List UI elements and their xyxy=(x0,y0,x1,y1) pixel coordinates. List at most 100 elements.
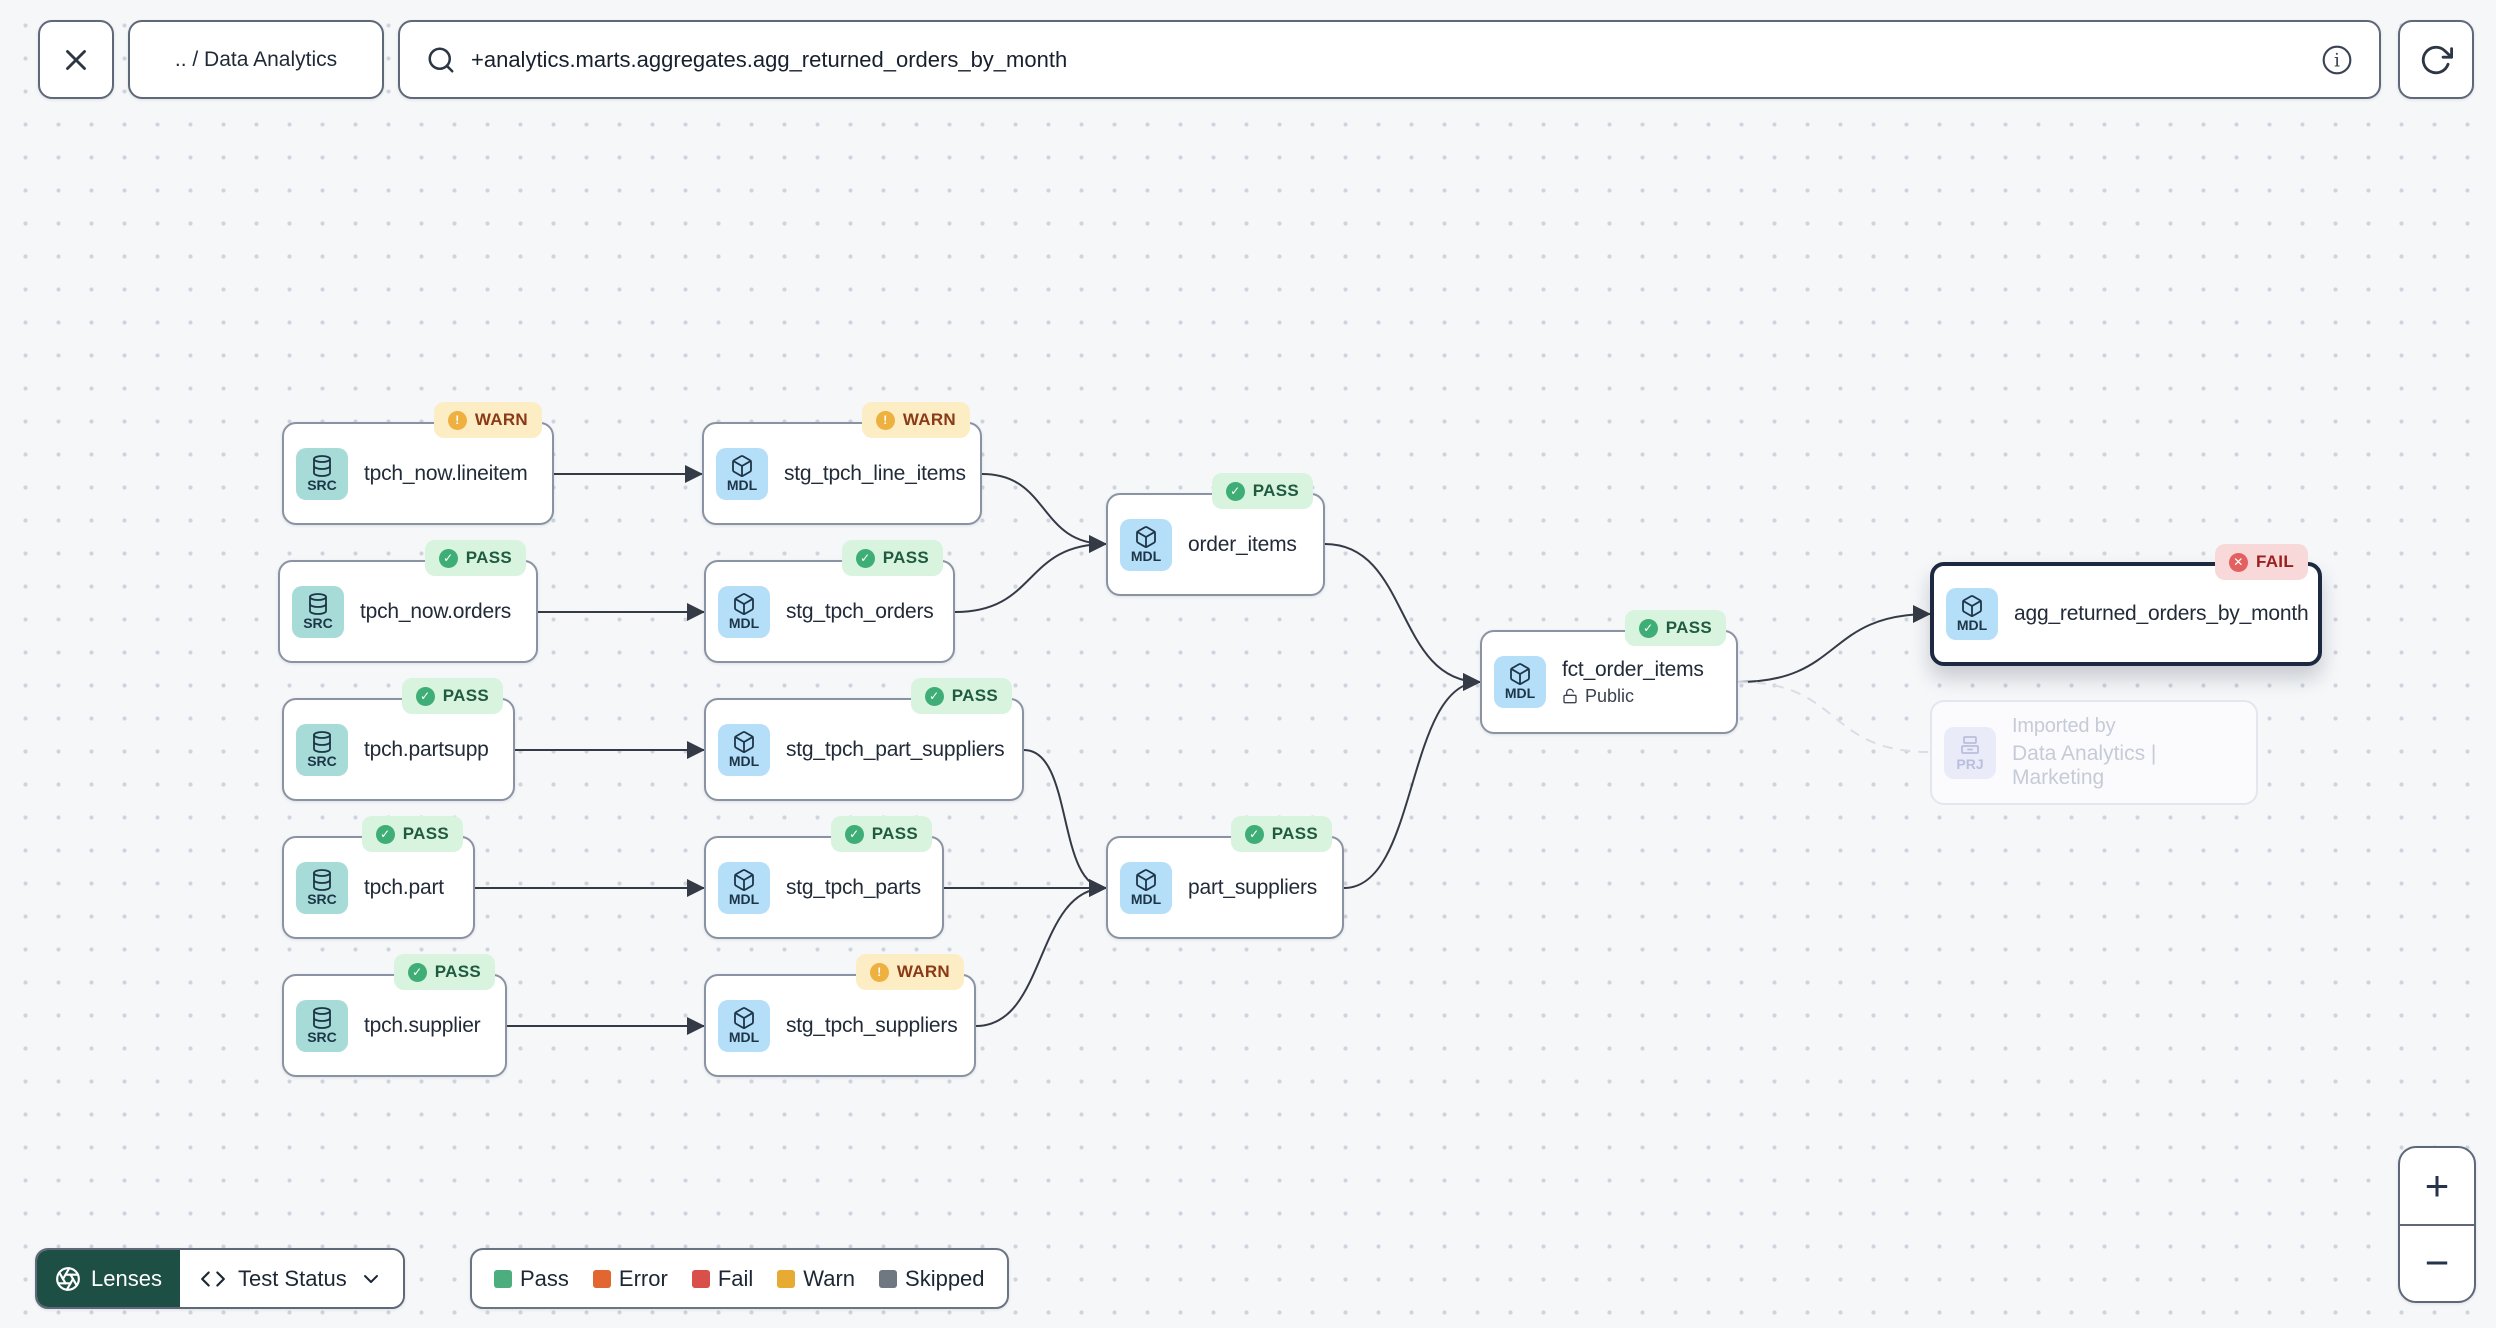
cube-icon xyxy=(734,868,754,891)
node-type-chip: SRC xyxy=(296,447,348,500)
node-type-chip: SRC xyxy=(292,585,344,638)
status-dot-icon: ✓ xyxy=(924,686,944,706)
node-type-label: PRJ xyxy=(1956,755,1984,772)
node-title: stg_tpch_suppliers xyxy=(786,1013,958,1037)
status-badge: ✓ PASS xyxy=(401,678,503,714)
cube-icon xyxy=(734,1006,754,1029)
legend-label: Pass xyxy=(520,1265,569,1291)
node-stg_tpch_parts[interactable]: MDL stg_tpch_parts ✓ PASS xyxy=(704,816,944,939)
node-type-label: MDL xyxy=(1130,890,1162,907)
node-title: stg_tpch_orders xyxy=(786,599,934,623)
node-title: order_items xyxy=(1188,532,1297,556)
node-part_suppliers[interactable]: MDL part_suppliers ✓ PASS xyxy=(1106,816,1344,939)
node-type-chip: MDL xyxy=(718,861,770,914)
refresh-button[interactable] xyxy=(2398,20,2474,99)
node-stg_tpch_orders[interactable]: MDL stg_tpch_orders ✓ PASS xyxy=(704,540,955,663)
status-badge: ✓ PASS xyxy=(910,678,1012,714)
database-icon xyxy=(313,1006,331,1029)
node-type-chip: MDL xyxy=(1120,518,1172,571)
node-title: Imported by xyxy=(2012,715,2116,737)
node-tpch_now_orders[interactable]: SRC tpch_now.orders ✓ PASS xyxy=(278,540,538,663)
node-type-label: MDL xyxy=(1504,685,1536,702)
node-type-chip: SRC xyxy=(296,999,348,1052)
legend-entry: Pass xyxy=(494,1266,569,1292)
code-icon xyxy=(201,1270,225,1287)
status-badge: ! WARN xyxy=(855,954,964,990)
status-badge: ✓ PASS xyxy=(424,540,526,576)
node-type-label: SRC xyxy=(303,614,333,631)
lens-switcher: Lenses Test Status xyxy=(35,1248,405,1309)
status-badge: ✓ PASS xyxy=(393,954,495,990)
node-title: tpch.part xyxy=(364,875,444,899)
status-label: PASS xyxy=(1252,481,1299,500)
info-icon[interactable]: i xyxy=(2321,44,2353,76)
refresh-icon xyxy=(2421,45,2453,74)
unlock-icon xyxy=(1563,688,1577,704)
node-type-label: SRC xyxy=(307,752,337,769)
node-title: stg_tpch_part_suppliers xyxy=(786,737,1005,761)
node-stg_tpch_suppliers[interactable]: MDL stg_tpch_suppliers ! WARN xyxy=(704,954,976,1077)
node-tpch_partsupp[interactable]: SRC tpch.partsupp ✓ PASS xyxy=(282,678,515,801)
node-type-chip: MDL xyxy=(718,999,770,1052)
node-imported_by_project[interactable]: PRJ Imported by Data Analytics | Marketi… xyxy=(1930,700,2258,805)
cube-icon xyxy=(1510,663,1530,686)
status-label: PASS xyxy=(951,686,998,705)
search-bar: i xyxy=(398,20,2381,99)
legend-swatch xyxy=(494,1269,512,1288)
node-type-label: MDL xyxy=(1956,617,1988,634)
lenses-button[interactable]: Lenses xyxy=(37,1250,180,1307)
legend-entry: Fail xyxy=(691,1266,753,1292)
node-tpch_now_lineitem[interactable]: SRC tpch_now.lineitem ! WARN xyxy=(282,402,554,525)
status-dot-icon: ✓ xyxy=(407,962,427,982)
close-button[interactable] xyxy=(38,20,114,99)
node-agg_returned_orders_by_month[interactable]: MDL agg_returned_orders_by_month ✕ FAIL xyxy=(1930,544,2322,666)
node-order_items[interactable]: MDL order_items ✓ PASS xyxy=(1106,473,1325,596)
legend-swatch xyxy=(592,1269,611,1288)
node-type-chip: MDL xyxy=(718,723,770,776)
lens-dropdown[interactable]: Test Status xyxy=(179,1250,403,1307)
node-stg_tpch_line_items[interactable]: MDL stg_tpch_line_items ! WARN xyxy=(702,402,982,525)
search-input[interactable] xyxy=(471,46,2306,73)
status-dot-icon: ✓ xyxy=(1225,481,1245,501)
cube-icon xyxy=(732,454,752,477)
zoom-out-button[interactable]: − xyxy=(2400,1223,2474,1302)
node-tpch_part[interactable]: SRC tpch.part ✓ PASS xyxy=(282,816,475,939)
breadcrumb[interactable]: .. / Data Analytics xyxy=(128,20,384,99)
status-badge: ! WARN xyxy=(861,402,970,438)
cube-icon xyxy=(1136,868,1156,891)
svg-text:i: i xyxy=(2334,50,2340,71)
cube-icon xyxy=(1136,525,1156,548)
status-badge: ✓ PASS xyxy=(361,816,463,852)
project-icon xyxy=(1961,735,1979,754)
status-badge: ✓ PASS xyxy=(1230,816,1332,852)
node-type-chip: MDL xyxy=(1494,656,1546,708)
status-label: PASS xyxy=(871,824,918,843)
legend-entry: Error xyxy=(592,1266,668,1292)
node-type-label: MDL xyxy=(728,614,760,631)
node-type-label: SRC xyxy=(307,476,337,493)
zoom-in-button[interactable]: + xyxy=(2400,1148,2474,1224)
status-label: PASS xyxy=(1271,824,1318,843)
status-dot-icon: ✓ xyxy=(375,824,395,844)
status-badge: ✕ FAIL xyxy=(2214,544,2308,580)
node-type-label: MDL xyxy=(726,476,758,493)
node-type-label: SRC xyxy=(307,1028,337,1045)
node-subtitle-text: Public xyxy=(1585,685,1635,706)
node-tpch_supplier[interactable]: SRC tpch.supplier ✓ PASS xyxy=(282,954,507,1077)
node-type-chip: SRC xyxy=(296,723,348,776)
status-label: PASS xyxy=(465,548,512,567)
chevron-down-icon xyxy=(363,1274,378,1283)
node-title: agg_returned_orders_by_month xyxy=(2014,602,2309,625)
legend-swatch xyxy=(691,1269,710,1288)
node-stg_tpch_part_suppliers[interactable]: MDL stg_tpch_part_suppliers ✓ PASS xyxy=(704,678,1024,801)
legend-label: Skipped xyxy=(905,1265,985,1291)
cube-icon xyxy=(1962,595,1982,618)
node-fct_order_items[interactable]: MDL fct_order_items Public ✓ PASS xyxy=(1480,610,1738,734)
status-legend: Pass Error Fail Warn Skipped xyxy=(470,1248,1009,1309)
database-icon xyxy=(313,454,331,477)
status-dot-icon: ! xyxy=(875,410,895,430)
status-label: WARN xyxy=(902,410,956,429)
node-type-chip: MDL xyxy=(1946,588,1998,640)
